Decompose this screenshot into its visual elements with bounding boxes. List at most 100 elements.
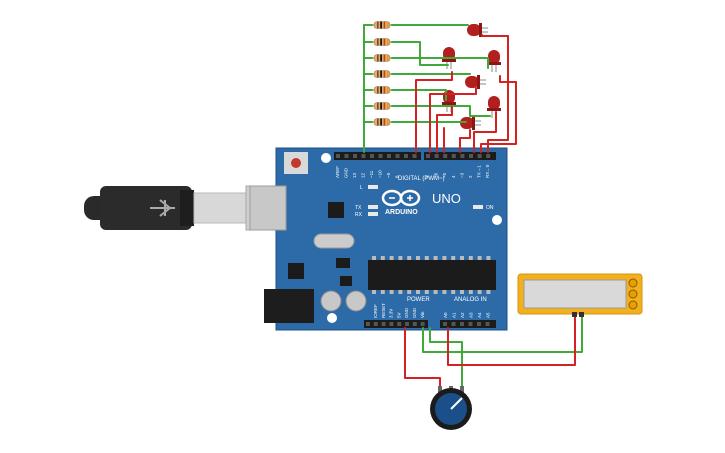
lcd-pin-icon [628,289,638,299]
chip-pin [380,256,385,260]
resistor-bank[interactable] [370,21,394,126]
header-hole[interactable] [366,322,370,326]
chip-pin [372,290,376,294]
header-hole[interactable] [378,154,383,158]
resistor[interactable] [370,70,394,78]
led[interactable] [487,96,501,118]
digital-header-left[interactable] [334,152,421,160]
atmega-pins [372,256,491,294]
potentiometer[interactable] [430,386,472,430]
pin-label: 5V [396,312,401,318]
analog-header[interactable] [440,320,496,328]
pin-label: TX→1 [477,165,482,178]
header-hole[interactable] [412,322,417,326]
digital-header-right[interactable] [424,152,496,160]
header-hole[interactable] [381,322,386,326]
header-hole[interactable] [485,322,490,326]
pin-label: GND [344,167,349,178]
chip-pin [468,290,473,294]
header-hole[interactable] [477,322,481,326]
header-hole[interactable] [353,154,357,158]
header-hole[interactable] [389,322,394,326]
wire-led-pin[interactable] [415,71,453,153]
wire-resistor-led[interactable] [391,41,449,66]
header-hole[interactable] [460,322,464,326]
chip-pin [433,290,438,294]
header-hole[interactable] [451,322,456,326]
header-hole[interactable] [486,154,491,158]
header-hole[interactable] [443,322,447,326]
header-hole[interactable] [412,154,417,158]
power-header[interactable] [364,320,428,328]
wire-5v-pot[interactable] [404,327,441,393]
atmega-chip [368,260,496,290]
led-array[interactable] [442,23,501,130]
wire-gnd-display[interactable] [422,315,583,353]
header-hole[interactable] [370,154,374,158]
pin-label: Vin [420,311,425,318]
crystal [313,233,355,249]
led[interactable] [467,23,488,37]
header-hole[interactable] [434,154,439,158]
pin-label: ~10 [378,170,383,178]
mounting-hole [321,153,331,163]
resistor[interactable] [370,21,394,29]
resistor[interactable] [370,38,394,46]
header-hole[interactable] [405,322,409,326]
chip-pin [407,290,412,294]
wire-resistor-led[interactable] [391,57,489,69]
wire-led-pin[interactable] [429,87,477,153]
led-tx [368,205,378,209]
wire-led-pin[interactable] [480,75,517,153]
header-hole[interactable] [460,154,465,158]
header-hole[interactable] [477,154,482,158]
led[interactable] [465,75,486,89]
header-hole[interactable] [451,154,456,158]
header-hole[interactable] [373,322,378,326]
wire-gnd-pot[interactable] [429,327,463,393]
pin-label: AREF [335,166,340,178]
header-hole[interactable] [443,154,448,158]
wire-led-pin[interactable] [436,106,453,153]
usb-icon [150,199,175,217]
header-hole[interactable] [336,154,340,158]
pin-label: A2 [460,312,465,318]
pin-label: ~11 [369,170,374,178]
wire-a0-display[interactable] [447,315,576,366]
resistor[interactable] [370,102,394,110]
led-on [473,205,483,209]
resistor[interactable] [370,86,394,94]
led[interactable] [487,50,501,72]
header-hole[interactable] [397,322,402,326]
usb-chip [328,202,344,218]
pin-label: A4 [477,312,482,318]
wire-resistor-led[interactable] [391,89,447,101]
wire-led-pin[interactable] [459,129,471,153]
header-hole[interactable] [420,322,425,326]
chip-pin [442,290,447,294]
header-hole[interactable] [468,322,473,326]
wire-led-pin[interactable] [481,34,509,153]
lcd-display[interactable] [517,273,643,317]
chip-pin [424,256,429,260]
chip-pin [486,256,491,260]
lcd-pin-icon [628,278,638,288]
led[interactable] [460,116,481,130]
capacitor [345,290,367,312]
wire-led-pin[interactable] [473,111,497,153]
resistor[interactable] [370,118,394,126]
mounting-hole [492,215,502,225]
chip-pin [389,290,394,294]
wire-gnd-branch[interactable] [363,24,373,123]
resistor[interactable] [370,54,394,62]
header-hole[interactable] [395,154,400,158]
header-hole[interactable] [426,154,430,158]
header-hole[interactable] [404,154,408,158]
header-hole[interactable] [469,154,473,158]
header-hole[interactable] [361,154,366,158]
header-hole[interactable] [344,154,349,158]
header-hole[interactable] [387,154,391,158]
